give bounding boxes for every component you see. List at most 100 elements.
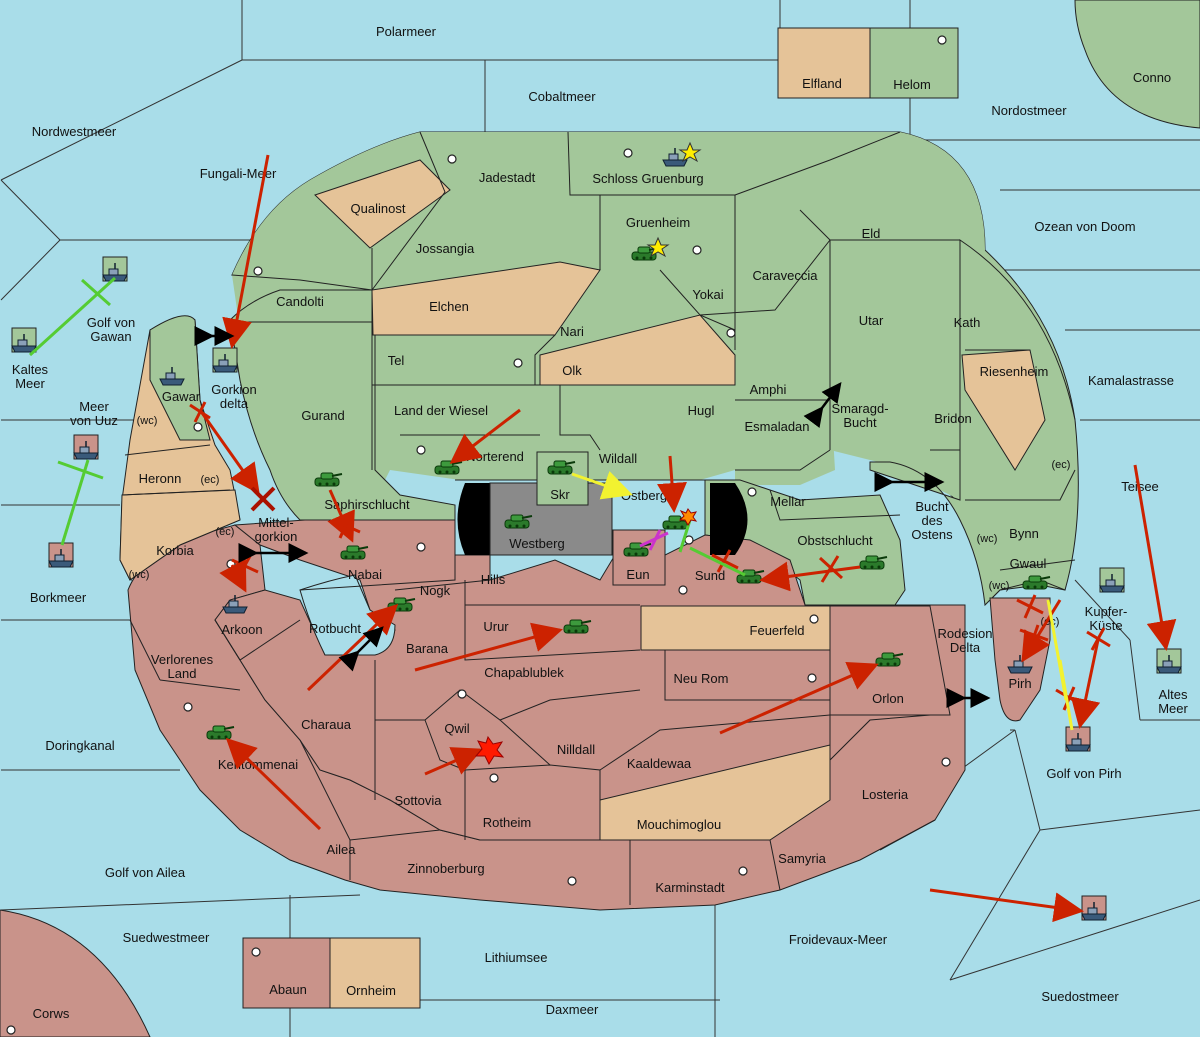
label-abaun: Abaun — [269, 982, 307, 997]
label-tel: Tel — [388, 353, 405, 368]
label-ostens-2: des — [922, 513, 943, 528]
label-hugl: Hugl — [688, 403, 715, 418]
label-cobaltmeer: Cobaltmeer — [528, 89, 596, 104]
label-froidevaux: Froidevaux-Meer — [789, 932, 888, 947]
coast-korbia-ec: (ec) — [216, 526, 235, 538]
coast-heronn-ec: (ec) — [201, 474, 220, 486]
label-urur: Urur — [483, 619, 509, 634]
label-daxmeer: Daxmeer — [546, 1002, 599, 1017]
label-nordostmeer: Nordostmeer — [991, 103, 1067, 118]
label-ornheim: Ornheim — [346, 983, 396, 998]
label-gorkion-2: delta — [220, 396, 249, 411]
label-altes-2: Meer — [1158, 701, 1188, 716]
label-nilldall: Nilldall — [557, 742, 595, 757]
label-rodesion-1: Rodesion — [938, 626, 993, 641]
label-bridon: Bridon — [934, 411, 972, 426]
label-charaua: Charaua — [301, 717, 352, 732]
label-golf-pirh: Golf von Pirh — [1046, 766, 1121, 781]
territory-helom[interactable] — [869, 27, 959, 99]
label-ostens-3: Ostens — [911, 527, 953, 542]
label-smaragd-1: Smaragd- — [831, 401, 888, 416]
label-jadestadt: Jadestadt — [479, 170, 536, 185]
label-caraveccia: Caraveccia — [752, 268, 818, 283]
label-elchen: Elchen — [429, 299, 469, 314]
label-kaaldewaa: Kaaldewaa — [627, 756, 692, 771]
label-riesenheim: Riesenheim — [980, 364, 1049, 379]
coast-gwaul-wc: (wc) — [989, 580, 1010, 592]
label-borkmeer: Borkmeer — [30, 590, 87, 605]
landmass-north-fill — [232, 132, 985, 525]
territory-corws[interactable] — [0, 909, 151, 1037]
coast-bynn-wc: (wc) — [977, 533, 998, 545]
label-mittel-2: gorkion — [255, 529, 298, 544]
label-kamalastrasse: Kamalastrasse — [1088, 373, 1174, 388]
label-kaltes-2: Meer — [15, 376, 45, 391]
label-mouchimoglou: Mouchimoglou — [637, 817, 722, 832]
label-zinnoberburg: Zinnoberburg — [407, 861, 484, 876]
territory-riesenheim[interactable] — [961, 349, 1046, 471]
adjacency-arrows — [194, 326, 991, 708]
label-korbia: Korbia — [156, 543, 194, 558]
lake-black — [457, 483, 500, 555]
territory-conno[interactable] — [1074, 0, 1200, 129]
label-kupfer-1: Kupfer- — [1085, 604, 1128, 619]
failed-marks — [189, 401, 1111, 711]
label-norterend: Norterend — [466, 449, 524, 464]
label-wildall: Wildall — [599, 451, 637, 466]
label-uuz-2: von Uuz — [70, 413, 118, 428]
coast-labels: (wc) (ec) (ec) (wc) (ec) (wc) (wc) (ec) — [129, 415, 1071, 628]
label-gurand: Gurand — [301, 408, 344, 423]
label-qwil: Qwil — [444, 721, 469, 736]
dislodged-mark — [250, 486, 276, 512]
sea-fleets — [11, 256, 1182, 921]
support-orders — [28, 276, 1074, 731]
label-heronn: Heronn — [139, 471, 182, 486]
label-orlon: Orlon — [872, 691, 904, 706]
label-rodesion-2: Delta — [950, 640, 981, 655]
label-gawar: Gawar — [162, 389, 201, 404]
label-ostens-1: Bucht — [915, 499, 949, 514]
label-golf-gawan-1: Golf von — [87, 315, 135, 330]
label-losteria: Losteria — [862, 787, 909, 802]
markers — [474, 141, 702, 766]
territory-qualinost[interactable] — [314, 159, 451, 249]
label-fungali: Fungali-Meer — [200, 166, 277, 181]
territory-elchen[interactable] — [371, 261, 601, 336]
coast-bynn-ec: (ec) — [1052, 459, 1071, 471]
lake-black-east — [710, 483, 748, 555]
land-inner-green — [229, 289, 456, 521]
label-ozean: Ozean von Doom — [1034, 219, 1135, 234]
label-elfland: Elfland — [802, 76, 842, 91]
label-nogk: Nogk — [420, 583, 451, 598]
label-eld: Eld — [862, 226, 881, 241]
label-hills: Hills — [481, 572, 506, 587]
label-yokai: Yokai — [692, 287, 723, 302]
label-suedostmeer: Suedostmeer — [1041, 989, 1119, 1004]
label-samyria: Samyria — [778, 851, 826, 866]
label-jossangia: Jossangia — [416, 241, 475, 256]
label-chapablublek: Chapablublek — [484, 665, 564, 680]
label-kupfer-2: Küste — [1089, 618, 1122, 633]
label-rotheim: Rotheim — [483, 815, 531, 830]
label-golf-gawan-2: Gawan — [90, 329, 131, 344]
label-kaltes-1: Kaltes — [12, 362, 49, 377]
label-esmaladan: Esmaladan — [744, 419, 809, 434]
label-feuerfeld: Feuerfeld — [750, 623, 805, 638]
label-mellar: Mellar — [770, 494, 806, 509]
label-ostberg: Ostberg — [621, 488, 667, 503]
label-neu-rom: Neu Rom — [674, 671, 729, 686]
label-polarmeer: Polarmeer — [376, 24, 437, 39]
label-nabai: Nabai — [348, 567, 382, 582]
label-suedwestmeer: Suedwestmeer — [123, 930, 210, 945]
label-mittel-1: Mittel- — [258, 515, 293, 530]
label-nordwestmeer: Nordwestmeer — [32, 124, 117, 139]
label-ailea: Ailea — [327, 842, 357, 857]
label-doringkanal: Doringkanal — [45, 738, 114, 753]
territory-olk[interactable] — [539, 314, 736, 386]
label-arkoon: Arkoon — [221, 622, 262, 637]
territory-ornheim[interactable] — [329, 937, 421, 1009]
land-labels: Elfland Helom Conno Jadestadt Schloss Gr… — [33, 70, 1172, 1021]
territory-skr[interactable] — [536, 451, 589, 506]
label-eun: Eun — [626, 567, 649, 582]
